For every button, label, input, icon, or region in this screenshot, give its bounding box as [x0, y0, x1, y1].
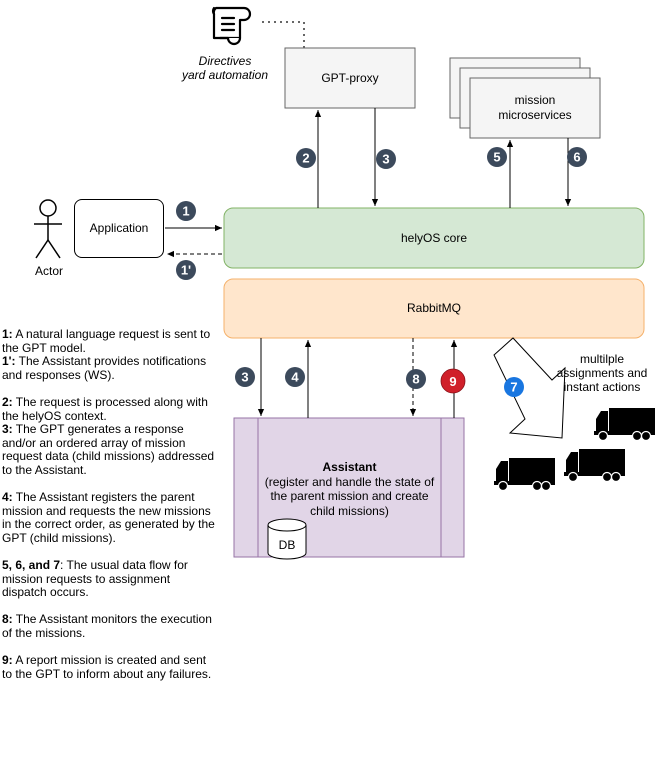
gpt-proxy-box[interactable]: GPT-proxy: [285, 48, 415, 108]
badge-3-bottom: 3: [235, 367, 255, 387]
assistant-desc-line2: the parent mission and create: [270, 489, 429, 503]
actor-icon: [34, 199, 62, 259]
step-key: 4:: [2, 490, 13, 505]
badge-3-top: 3: [376, 149, 396, 169]
badge-9: 9: [440, 368, 466, 394]
badge-8: 8: [406, 369, 426, 389]
badge-1-prime: 1': [176, 260, 196, 280]
helyos-core-box[interactable]: helyOS core: [224, 208, 644, 268]
trucks-label-line2: assignments and: [556, 366, 648, 380]
step-text: A natural language request is sent to th…: [2, 327, 211, 355]
assistant-box[interactable]: Assistant (register and handle the state…: [258, 460, 441, 518]
directives-connector: [262, 21, 305, 48]
badge-5: 5: [487, 147, 507, 167]
application-box[interactable]: Application: [74, 199, 164, 258]
assistant-desc-line1: (register and handle the state of: [264, 474, 435, 489]
svg-text:1': 1': [181, 263, 191, 278]
step-text: The Assistant registers the parent missi…: [2, 490, 215, 545]
arrow-7-block: [493, 337, 566, 439]
step-key: 2:: [2, 394, 13, 409]
badge-1: 1: [176, 201, 196, 221]
gpt-proxy-label: GPT-proxy: [321, 70, 379, 85]
svg-text:7: 7: [510, 380, 517, 395]
application-label: Application: [89, 221, 149, 235]
svg-text:6: 6: [573, 150, 580, 165]
helyos-core-label: helyOS core: [400, 230, 468, 245]
actor-label: Actor: [34, 264, 63, 278]
step-key: 3:: [2, 422, 13, 437]
step-9: 9: A report mission is created and sent …: [2, 653, 217, 681]
truck-icon: [594, 408, 655, 442]
rabbitmq-shape: [223, 278, 645, 339]
truck-icon: [494, 458, 555, 492]
step-key: 1:: [2, 327, 13, 341]
step-key: 8:: [2, 612, 13, 627]
step-key: 9:: [2, 653, 13, 668]
truck-icon: [564, 449, 625, 483]
database-icon: [267, 518, 307, 560]
step-5-6-7: 5, 6, and 7: The usual data flow for mis…: [2, 558, 217, 600]
step-8: 8: The Assistant monitors the execution …: [2, 613, 217, 640]
step-text: : The usual data flow for mission reques…: [2, 558, 188, 600]
step-1-prime: 1': The Assistant provides notifications…: [2, 354, 217, 382]
svg-text:8: 8: [412, 372, 419, 387]
step-key: 1':: [2, 354, 16, 369]
svg-text:1: 1: [182, 204, 189, 219]
svg-text:9: 9: [449, 374, 456, 389]
assistant-desc-line3: child missions): [310, 503, 389, 518]
directives-label-line1: Directives: [198, 54, 252, 68]
step-text: The request is processed along with the …: [2, 394, 208, 423]
step-descriptions: 1: A natural language request is sent to…: [2, 327, 217, 681]
directives-label-line2: yard automation: [181, 68, 269, 82]
db-label: DB: [278, 538, 296, 552]
mission-microservices-label-line1: mission: [514, 93, 556, 107]
step-text: The Assistant provides notifications and…: [2, 354, 207, 382]
mission-microservices-box[interactable]: mission microservices: [470, 78, 600, 138]
scroll-icon: [211, 6, 252, 46]
svg-text:5: 5: [493, 150, 500, 165]
trucks-label-line3: instant actions: [563, 380, 641, 394]
directives-label: Directives yard automation: [170, 54, 280, 82]
step-2: 2: The request is processed along with t…: [2, 394, 217, 423]
step-text: The GPT generates a response and/or an o…: [2, 422, 215, 477]
svg-text:3: 3: [382, 152, 389, 167]
badge-4: 4: [285, 367, 305, 387]
trucks-label: multilple assignments and instant action…: [552, 352, 652, 394]
svg-text:3: 3: [241, 370, 248, 385]
step-text: The Assistant monitors the execution of …: [2, 612, 212, 641]
svg-text:2: 2: [302, 151, 309, 166]
mission-microservices-label-line2: microservices: [498, 108, 572, 122]
microservices-card-front: [469, 77, 601, 139]
badge-7: 7: [504, 377, 524, 397]
step-3: 3: The GPT generates a response and/or a…: [2, 422, 217, 477]
step-4: 4: The Assistant registers the parent mi…: [2, 490, 217, 545]
badge-6: 6: [567, 147, 587, 167]
rabbitmq-label: RabbitMQ: [406, 301, 462, 315]
svg-text:4: 4: [291, 370, 299, 385]
helyos-core-shape: [223, 207, 645, 269]
step-text: A report mission is created and sent to …: [2, 653, 212, 681]
gpt-proxy-shape: [284, 47, 416, 109]
trucks-label-line1: multilple: [579, 352, 624, 366]
badge-2: 2: [296, 148, 316, 168]
step-1: 1: A natural language request is sent to…: [2, 327, 217, 355]
step-key: 5, 6, and 7: [2, 558, 61, 573]
assistant-title: Assistant: [322, 460, 377, 474]
rabbitmq-box[interactable]: RabbitMQ: [224, 279, 644, 338]
